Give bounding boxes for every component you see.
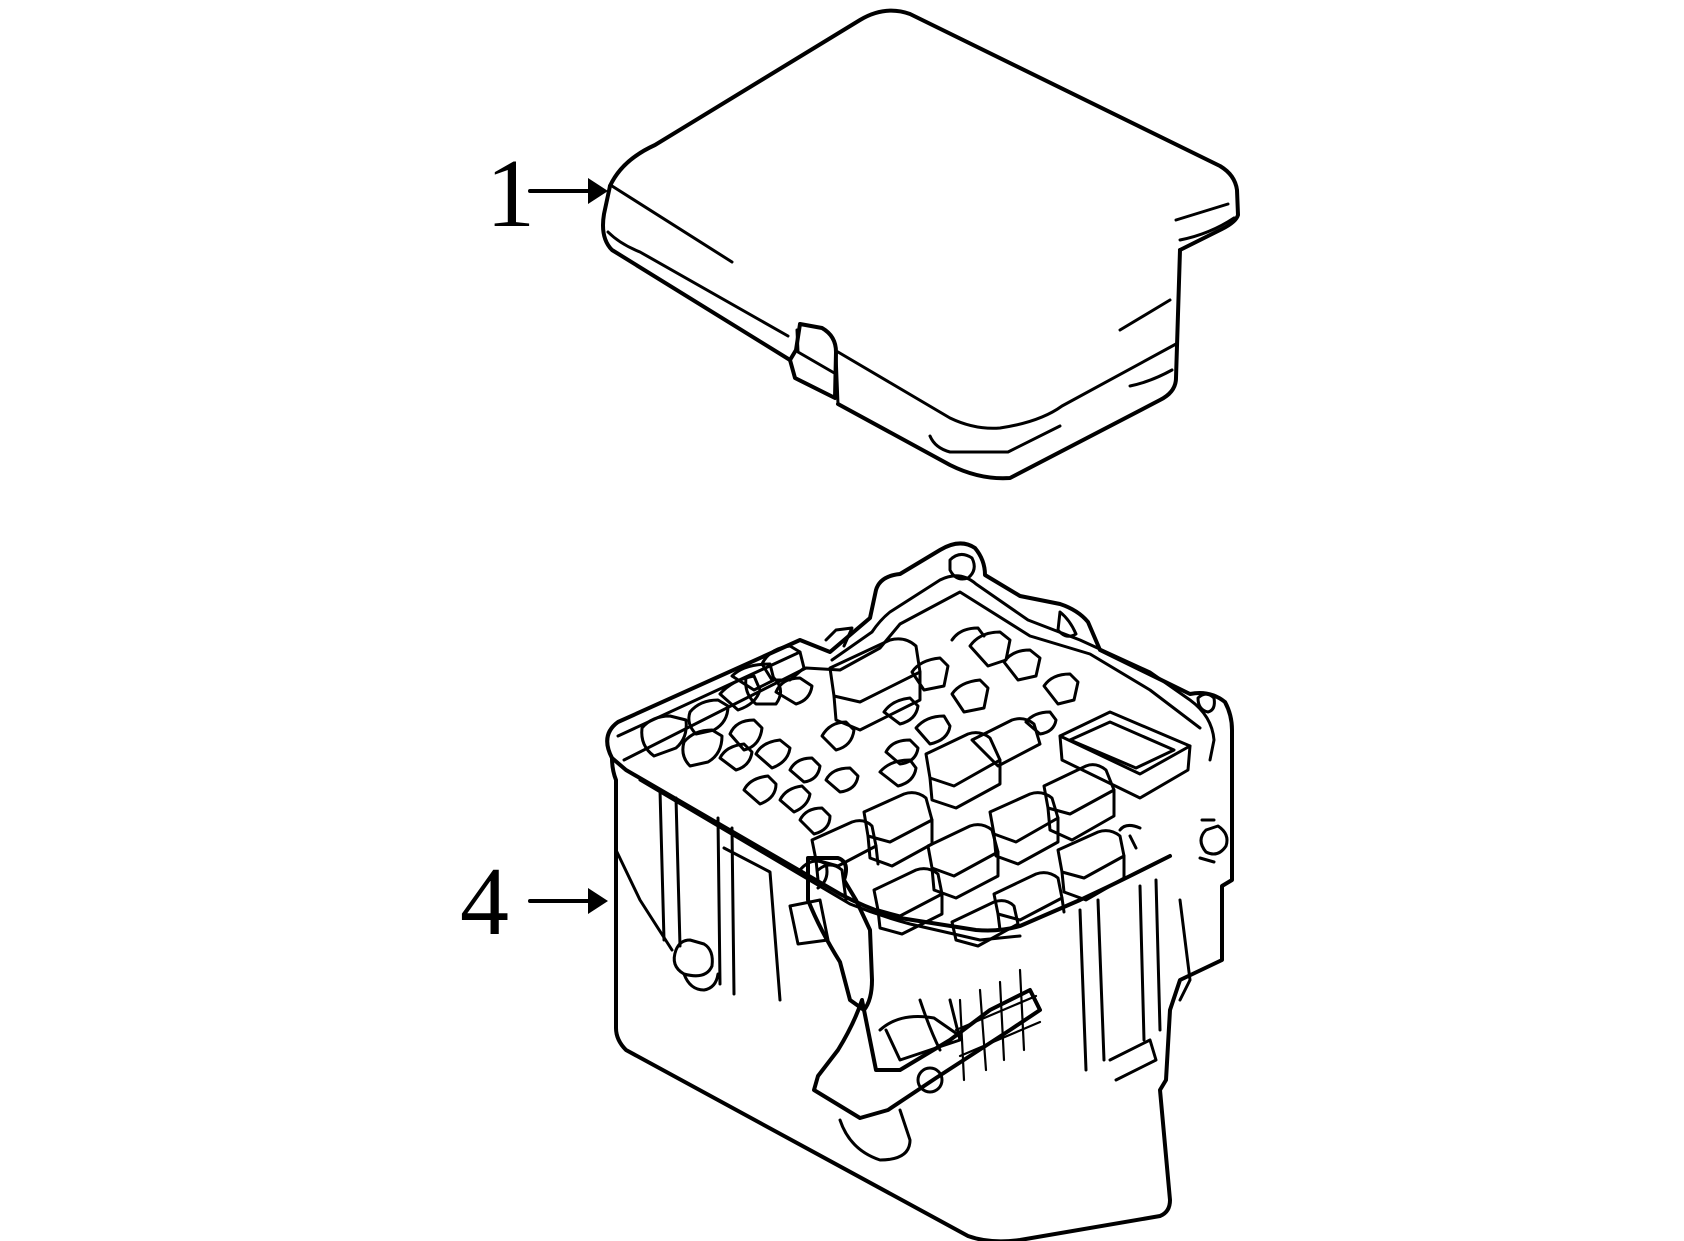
callout-1-arrowhead [588, 178, 608, 204]
box-harness-bolt [916, 1066, 944, 1094]
callout-1-label: 1 [486, 140, 535, 248]
fuse [824, 766, 860, 794]
cover-left-rim [601, 184, 792, 362]
fuse-box-cover [601, 8, 1240, 481]
box-front-top-edge [610, 756, 1172, 933]
box-left-rib-2 [716, 816, 722, 986]
relay [862, 791, 934, 844]
relay [828, 637, 922, 704]
cover-inner-edge [836, 342, 1178, 430]
fuse [718, 674, 762, 712]
box-body-outline [605, 541, 1234, 1241]
box-harness-connector [812, 988, 1042, 1120]
fuse [914, 714, 952, 746]
relay [1056, 829, 1126, 880]
fuse [878, 758, 918, 788]
cover-surface-line-1 [610, 184, 734, 264]
box-rear-tab-left [948, 553, 976, 581]
relay [970, 717, 1042, 768]
cover-top-face [608, 8, 1240, 252]
callout-4: 4 [460, 848, 608, 956]
fuse [882, 696, 920, 726]
callout-1: 1 [486, 140, 608, 248]
box-bottom-loop [838, 1108, 912, 1162]
fuse [728, 718, 764, 752]
fuse [681, 728, 724, 768]
fuse [687, 698, 730, 736]
fuse-array [640, 626, 1192, 948]
box-left-mount-boss [672, 938, 714, 978]
fuse [718, 742, 754, 772]
fuse [754, 738, 792, 770]
cover-rim-inner [606, 230, 790, 338]
box-rear-tab-right [1196, 692, 1216, 714]
fuse [1024, 710, 1058, 736]
box-left-rib-1 [658, 788, 666, 942]
fuse [742, 774, 778, 806]
fuse [820, 720, 856, 752]
relay [1042, 763, 1116, 816]
box-connector-pillar [806, 856, 874, 1012]
fuse [950, 678, 990, 714]
box-right-rib-1 [1078, 908, 1088, 1072]
fuse-relay-box [605, 541, 1234, 1241]
fuse [774, 676, 814, 706]
fuse [778, 784, 812, 814]
relay [810, 819, 878, 868]
box-harness-grid [954, 968, 1042, 1082]
relay [926, 823, 1000, 878]
cover-right-rim [836, 248, 1182, 481]
relay [950, 899, 1020, 948]
callout-4-arrowhead [588, 888, 608, 914]
fuse [760, 644, 806, 682]
box-right-rib-2 [1138, 884, 1146, 1042]
fuse [640, 714, 688, 758]
fuse [968, 630, 1012, 668]
fuse [950, 626, 986, 642]
callout-4-label: 4 [460, 848, 509, 956]
fuse [910, 656, 950, 692]
fuse [798, 806, 832, 836]
fuse [1002, 648, 1042, 682]
relay [992, 871, 1064, 922]
fuse [1042, 672, 1080, 706]
box-right-mount-boss [1199, 824, 1229, 856]
fuse [788, 756, 822, 784]
cover-surface-line-2 [1118, 298, 1172, 332]
fuse [884, 738, 920, 766]
relay [872, 867, 944, 918]
relay [988, 791, 1060, 844]
